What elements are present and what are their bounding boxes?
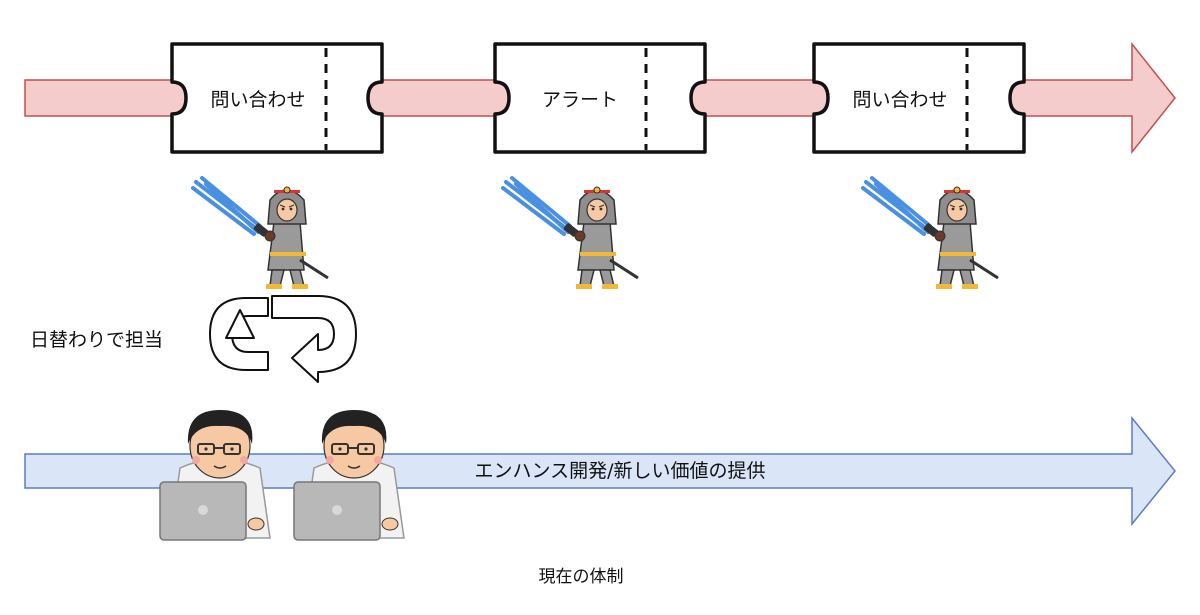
firefighter-icon	[861, 176, 1000, 291]
ticket-label: 問い合わせ	[210, 89, 305, 111]
firefighter-icon	[191, 176, 330, 291]
diagram-caption: 現在の体制	[539, 567, 624, 587]
enhance-label: エンハンス開発/新しい価値の提供	[474, 460, 765, 482]
ticket-alert: アラート	[493, 42, 707, 154]
ticket-label: アラート	[542, 89, 618, 111]
rotation-label: 日替わりで担当	[30, 329, 163, 351]
firefighter-icon	[501, 176, 640, 291]
ticket-inquiry-2: 問い合わせ	[812, 42, 1026, 154]
ticket-label: 問い合わせ	[852, 89, 947, 111]
ticket-inquiry-1: 問い合わせ	[170, 42, 384, 154]
rotation-arrows-icon	[209, 295, 357, 383]
